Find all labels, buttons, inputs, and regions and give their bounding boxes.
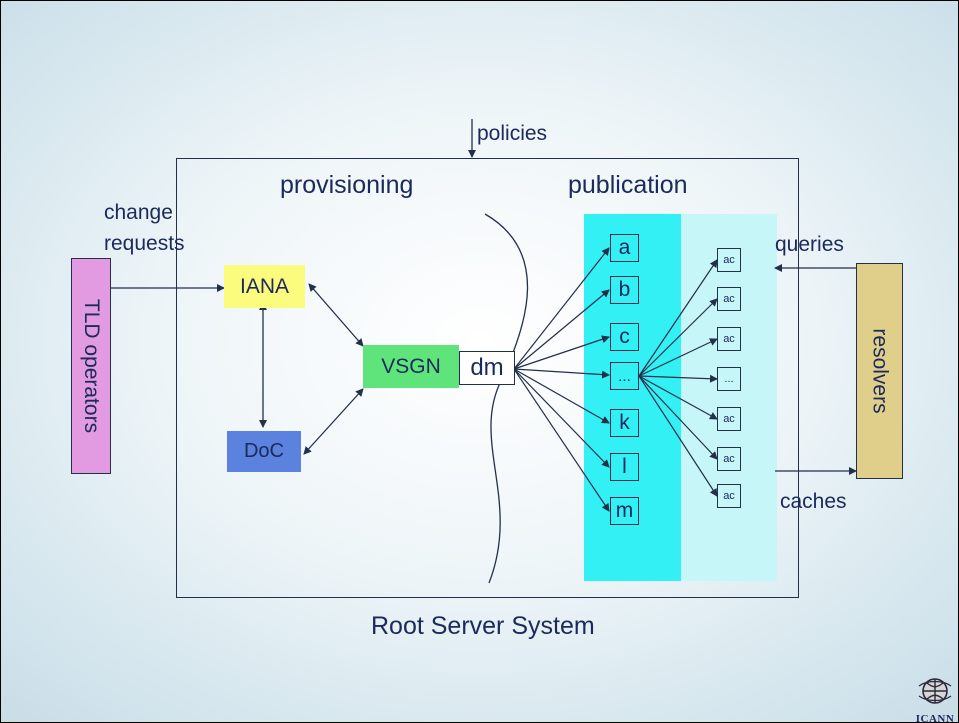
- root-server-m: m: [610, 497, 639, 525]
- caches-label: caches: [780, 490, 847, 513]
- icann-logo: ICANN: [913, 676, 957, 722]
- publication-secondary-panel: [681, 214, 777, 581]
- root-server-b: b: [610, 276, 639, 304]
- resolvers-label: resolvers: [868, 328, 892, 414]
- dm-label: dm: [470, 354, 504, 381]
- anycast-node: ac: [717, 248, 741, 272]
- provisioning-label: provisioning: [280, 171, 414, 199]
- root-server-k: k: [610, 409, 639, 437]
- icann-logo-text: ICANN: [915, 713, 955, 723]
- iana-box: IANA: [224, 265, 305, 308]
- root-server-l: l: [610, 453, 639, 481]
- anycast-node: ac: [717, 484, 741, 508]
- root-server-system-label: Root Server System: [371, 612, 595, 640]
- root-server-c: c: [610, 323, 639, 351]
- anycast-node: ac: [717, 447, 741, 471]
- root-server-ellipsis: ...: [610, 362, 639, 390]
- change-requests-label-line2: requests: [104, 232, 185, 255]
- policies-label: policies: [477, 122, 548, 145]
- tld-operators-box: TLD operators: [71, 258, 111, 474]
- anycast-node: ac: [717, 327, 741, 351]
- vsgn-label: VSGN: [381, 354, 441, 378]
- dm-box: dm: [459, 351, 515, 385]
- root-server-a: a: [610, 234, 639, 262]
- doc-label: DoC: [243, 440, 284, 462]
- server-to-anycast-arrows: [638, 259, 718, 497]
- dm-to-root-server-arrows: [513, 247, 610, 512]
- change-requests-label-line1: change: [104, 201, 173, 224]
- anycast-node: ac: [717, 287, 741, 311]
- queries-label: queries: [775, 233, 844, 256]
- provisioning-publication-divider: [484, 213, 529, 584]
- publication-label: publication: [568, 171, 688, 199]
- iana-label: IANA: [239, 274, 289, 298]
- tld-operators-label: TLD operators: [80, 298, 104, 434]
- anycast-node-ellipsis: ...: [717, 367, 741, 391]
- doc-box: DoC: [227, 431, 301, 472]
- vsgn-box: VSGN: [363, 345, 459, 388]
- root-server-system-frame: [176, 158, 799, 598]
- globe-icon: [918, 678, 952, 704]
- anycast-node: ac: [717, 407, 741, 431]
- resolvers-box: resolvers: [856, 263, 903, 479]
